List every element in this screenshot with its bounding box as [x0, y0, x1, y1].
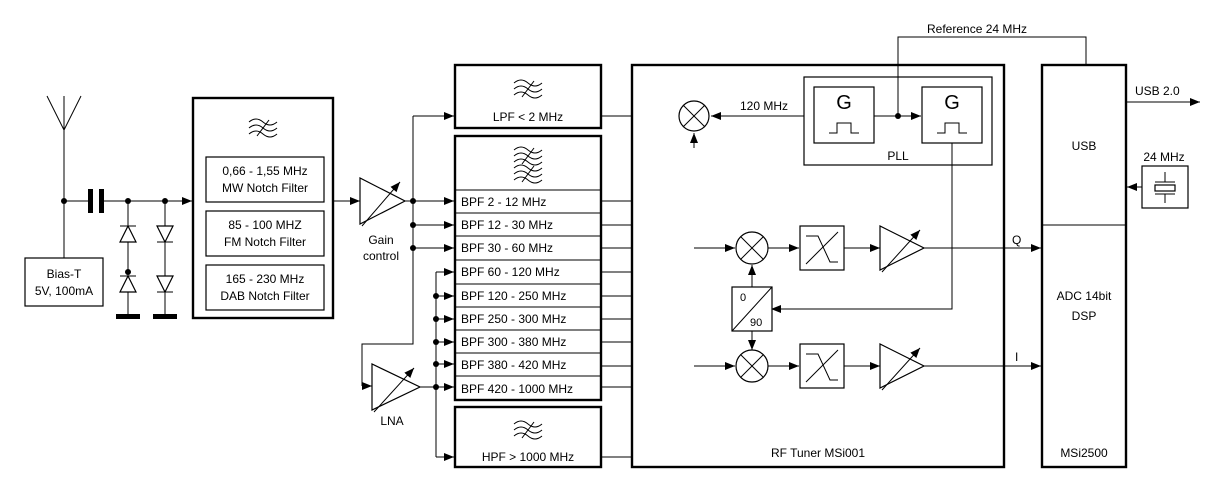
- lpf-label: LPF < 2 MHz: [493, 110, 563, 124]
- phase-90-label: 90: [750, 317, 762, 329]
- bias-t-spec: 5V, 100mA: [35, 284, 93, 298]
- usb-output-label: USB 2.0: [1135, 84, 1180, 98]
- bpf-item: BPF 60 - 120 MHz: [461, 265, 560, 279]
- bpf-item: BPF 30 - 60 MHz: [461, 241, 553, 255]
- bias-t-label: Bias-T: [47, 267, 82, 281]
- bpf-item: BPF 380 - 420 MHz: [461, 358, 566, 372]
- amplifier-q-icon: [879, 225, 926, 273]
- dsp-label: DSP: [1072, 309, 1097, 323]
- pll-block: PLL G G: [803, 76, 993, 166]
- lna-amplifier-icon: [371, 363, 422, 413]
- pulse-icon: [937, 122, 967, 134]
- notch-filter-block: 0,66 - 1,55 MHz MW Notch Filter 85 - 100…: [191, 96, 335, 320]
- lna-label: LNA: [380, 414, 403, 428]
- reference-label: Reference 24 MHz: [927, 22, 1027, 36]
- bpf-item: BPF 420 - 1000 MHz: [461, 382, 573, 396]
- bpf-item: BPF 2 - 12 MHz: [461, 195, 546, 209]
- q-label: Q: [1012, 233, 1021, 247]
- mixer-i-icon: [735, 349, 769, 383]
- gain-control-amplifier-icon: [359, 177, 407, 227]
- pulse-icon: [829, 122, 859, 134]
- i-label: I: [1015, 350, 1018, 364]
- hpf-block: HPF > 1000 MHz: [453, 405, 603, 469]
- bpf-item: BPF 250 - 300 MHz: [461, 312, 566, 326]
- msi2500-label: MSi2500: [1060, 446, 1108, 460]
- phase-0-label: 0: [740, 292, 746, 304]
- dab-notch-range: 165 - 230 MHz: [226, 272, 305, 286]
- bias-t-block: Bias-T 5V, 100mA: [24, 257, 104, 307]
- crystal-icon: [1141, 165, 1189, 209]
- mw-notch-label: MW Notch Filter: [222, 181, 308, 195]
- bpf-bank-block: BPF 2 - 12 MHz BPF 12 - 30 MHz BPF 30 - …: [453, 134, 603, 402]
- lowpass-filter-q-icon: [799, 225, 845, 271]
- usb-label: USB: [1072, 139, 1097, 153]
- mixer-q-icon: [735, 231, 769, 265]
- bpf-item: BPF 300 - 380 MHz: [461, 335, 566, 349]
- diode-stack-right-icon: [153, 201, 177, 319]
- bpf-item: BPF 12 - 30 MHz: [461, 218, 553, 232]
- lo-frequency-label: 120 MHz: [740, 99, 788, 113]
- pll-label: PLL: [887, 149, 909, 163]
- lowpass-filter-i-icon: [799, 343, 845, 389]
- mixer-icon: [678, 100, 710, 132]
- fm-notch-range: 85 - 100 MHZ: [228, 218, 301, 232]
- fm-notch-label: FM Notch Filter: [224, 235, 306, 249]
- hpf-label: HPF > 1000 MHz: [482, 450, 574, 464]
- lpf-block: LPF < 2 MHz: [453, 63, 603, 130]
- rf-tuner-label: RF Tuner MSi001: [771, 446, 865, 460]
- crystal-frequency-label: 24 MHz: [1143, 150, 1184, 164]
- dab-notch-label: DAB Notch Filter: [220, 289, 309, 303]
- bpf-item: BPF 120 - 250 MHz: [461, 289, 566, 303]
- amplifier-i-icon: [879, 343, 926, 391]
- antenna-icon: [46, 95, 82, 258]
- phase-splitter-block: 0 90: [731, 286, 773, 332]
- adc-label: ADC 14bit: [1057, 289, 1112, 303]
- gain-control-label-2: control: [363, 249, 399, 263]
- generator-label: G: [836, 92, 852, 114]
- generator-label: G: [944, 92, 960, 114]
- capacitor-icon: [88, 189, 104, 213]
- gain-control-label: Gain: [368, 233, 393, 247]
- mw-notch-range: 0,66 - 1,55 MHz: [222, 164, 307, 178]
- msi2500-block: USB ADC 14bit DSP MSi2500: [1040, 63, 1128, 469]
- diode-stack-left-icon: [116, 201, 140, 319]
